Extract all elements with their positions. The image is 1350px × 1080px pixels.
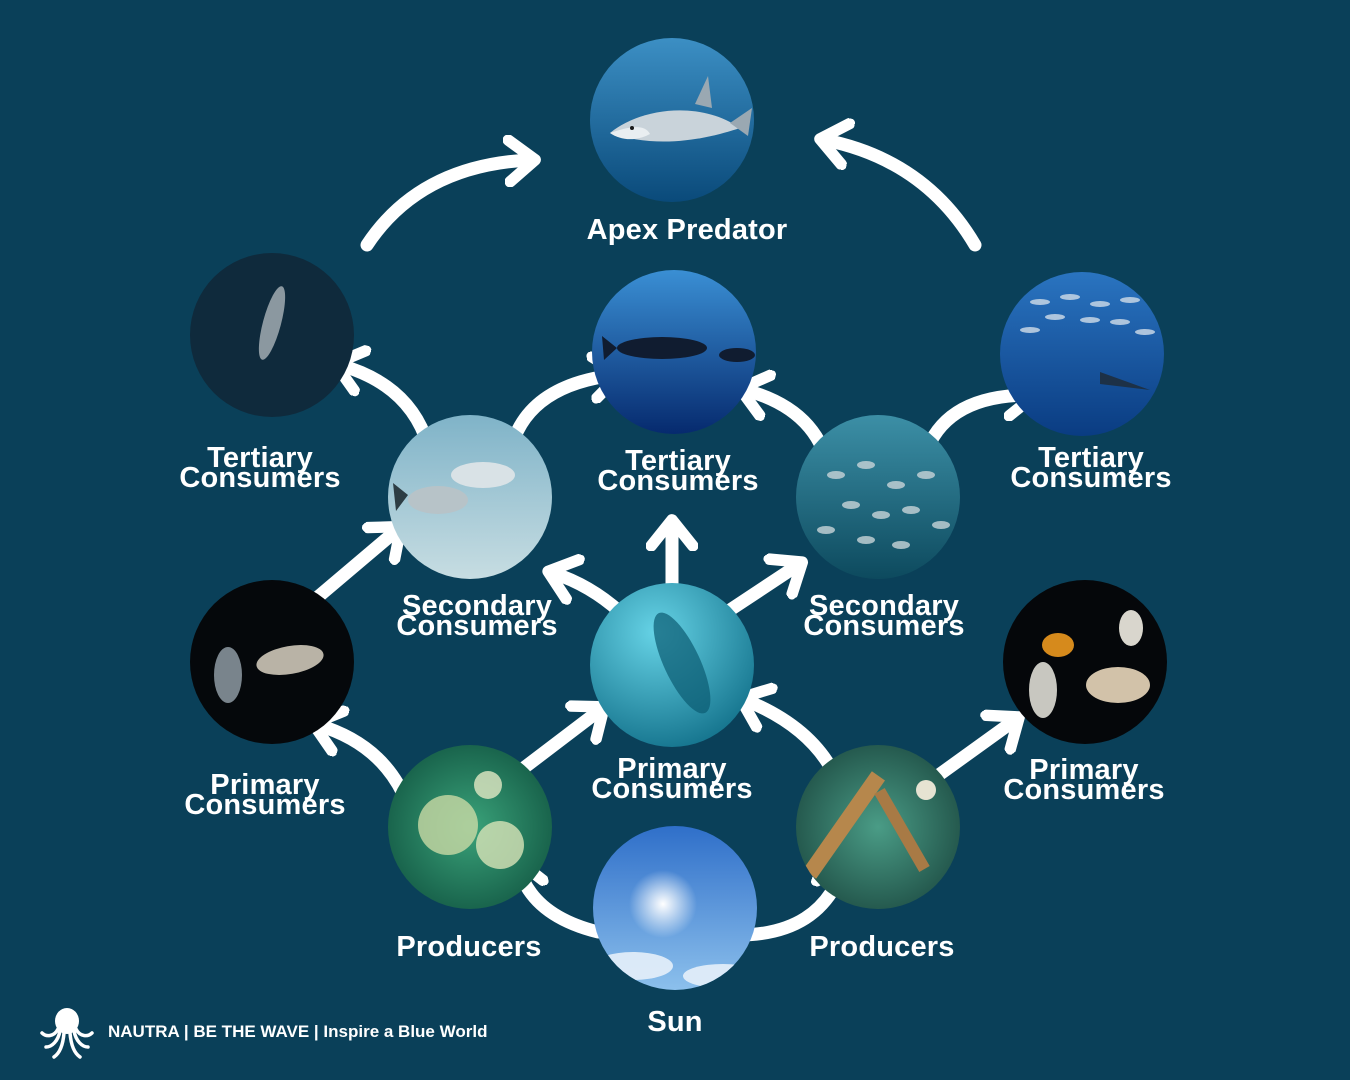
primary-left-line2: Consumers — [184, 789, 346, 821]
arrow-primary-left-to-secondary-left — [305, 530, 397, 609]
tertiary-right-line1: Tertiary — [1038, 442, 1144, 474]
primary-consumers-center-image — [590, 583, 754, 747]
producers-left-image — [388, 745, 552, 909]
primary-consumers-left-label: Primary Consumers — [145, 769, 385, 821]
producers-right-image — [796, 745, 960, 909]
primary-consumers-left-image — [190, 580, 354, 744]
secondary-consumers-right-image — [796, 415, 960, 579]
tertiary-center-line1: Tertiary — [625, 445, 731, 477]
secondary-right-line2: Consumers — [803, 610, 965, 642]
arrow-tertiary-left-to-apex — [360, 160, 530, 252]
tertiary-right-line2: Consumers — [1010, 462, 1172, 494]
arrow-tertiary-right-to-apex — [825, 140, 982, 252]
primary-right-line1: Primary — [1029, 754, 1139, 786]
tertiary-center-line2: Consumers — [597, 465, 759, 497]
tertiary-consumers-center-label: Tertiary Consumers — [558, 445, 798, 497]
footer-branding: NAUTRA | BE THE WAVE | Inspire a Blue Wo… — [36, 1000, 487, 1064]
producers-right-label: Producers — [809, 931, 955, 963]
secondary-consumers-left-label: Secondary Consumers — [357, 590, 597, 642]
primary-consumers-right-label: Primary Consumers — [964, 754, 1204, 806]
primary-left-line1: Primary — [210, 769, 320, 801]
octopus-icon — [40, 1008, 94, 1059]
tertiary-consumers-right-label: Tertiary Consumers — [971, 442, 1211, 494]
footer-text: NAUTRA | BE THE WAVE | Inspire a Blue Wo… — [108, 1022, 488, 1041]
producers-left-label: Producers — [396, 931, 542, 963]
tertiary-consumers-center-image — [592, 270, 756, 434]
apex-predator-label: Apex Predator — [586, 214, 788, 246]
primary-center-line2: Consumers — [591, 773, 753, 805]
tertiary-consumers-right-image — [1000, 272, 1164, 436]
tertiary-left-line1: Tertiary — [207, 442, 313, 474]
secondary-left-line1: Secondary — [401, 590, 553, 622]
sun-image — [593, 826, 757, 990]
tertiary-consumers-left-image — [190, 253, 354, 417]
primary-center-line1: Primary — [617, 753, 727, 785]
sun-label: Sun — [647, 1006, 703, 1038]
primary-consumers-right-image — [1003, 580, 1167, 744]
tertiary-left-line2: Consumers — [179, 462, 341, 494]
primary-right-line2: Consumers — [1003, 774, 1165, 806]
tertiary-consumers-left-label: Tertiary Consumers — [140, 442, 380, 494]
secondary-consumers-right-label: Secondary Consumers — [764, 590, 1004, 642]
primary-consumers-center-label: Primary Consumers — [552, 753, 792, 805]
secondary-consumers-left-image — [388, 415, 552, 579]
apex-predator-image — [590, 38, 754, 202]
secondary-right-line1: Secondary — [808, 590, 960, 622]
arrow-secondary-left-to-tertiary-left — [340, 365, 435, 452]
secondary-left-line2: Consumers — [396, 610, 558, 642]
